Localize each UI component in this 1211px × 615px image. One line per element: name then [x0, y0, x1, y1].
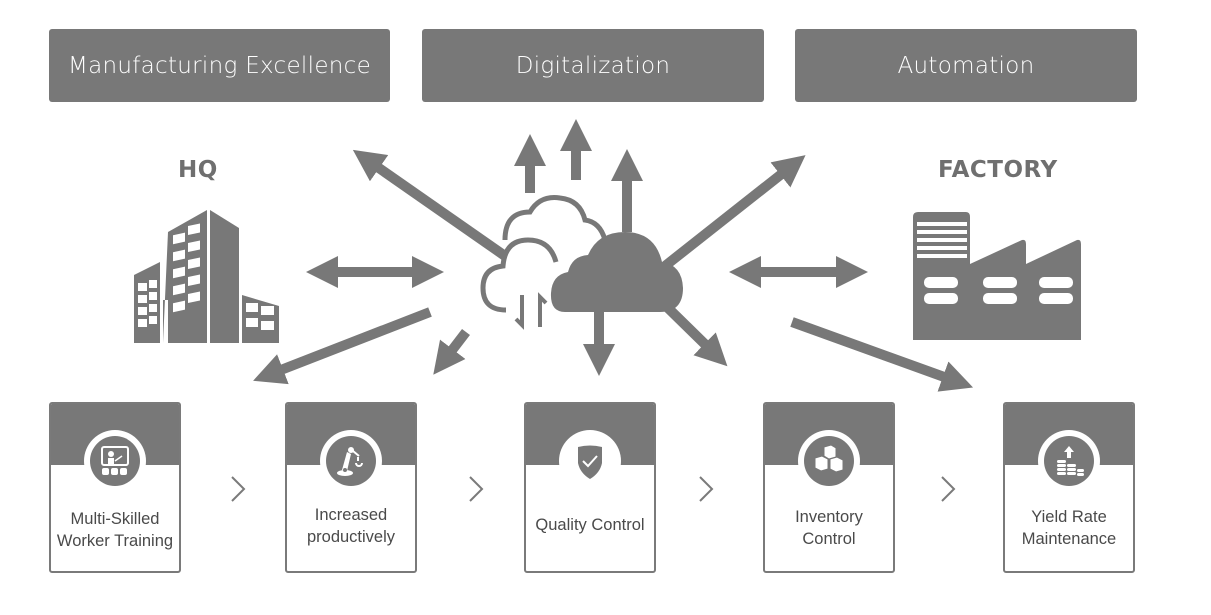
step-label-line1: Inventory [795, 508, 863, 526]
chevron-right-icon [469, 476, 484, 502]
pillar-digitalization: Digitalization [422, 29, 764, 102]
pillar-manufacturing-excellence: Manufacturing Excellence [49, 29, 390, 102]
step-label-line1: Yield Rate [1031, 508, 1107, 526]
step-card-increased-productively: Increased productively [285, 402, 417, 573]
arrow-to-step-4 [664, 304, 728, 367]
pillar-label: Manufacturing Excellence [67, 52, 372, 79]
step-label-line2: productively [306, 528, 396, 546]
cloud-icon [480, 195, 683, 330]
step-label-line2: Worker Training [56, 532, 174, 550]
pillar-label: Digitalization [515, 52, 671, 79]
robot-arm-icon [326, 436, 376, 486]
presentation-training-icon [90, 436, 140, 486]
pillar-label: Automation [897, 52, 1035, 79]
boxes-icon [804, 436, 854, 486]
arrow-to-step-5 [790, 317, 974, 392]
chevron-right-icon [699, 476, 714, 502]
step-label-line1: Quality Control [535, 516, 645, 534]
step-label-line1: Multi-Skilled [70, 510, 160, 528]
arrow-to-step-1 [253, 307, 432, 385]
pillar-automation: Automation [795, 29, 1137, 102]
arrow-to-automation [661, 155, 806, 270]
factory-label: FACTORY [938, 157, 1058, 183]
chevron-right-icon [941, 476, 956, 502]
step-label-line1: Increased [314, 506, 388, 524]
hq-label: HQ [178, 157, 218, 183]
arrow-to-step-2 [433, 328, 470, 375]
step-label-line2: Control [802, 530, 856, 548]
arrow-to-manufacturing [352, 149, 508, 261]
coins-up-arrow-icon [1044, 436, 1094, 486]
arrows [253, 118, 974, 392]
step-label-line2: Maintenance [1021, 530, 1117, 548]
chevron-right-icon [231, 476, 246, 502]
shield-check-icon [565, 436, 615, 486]
office-building-icon [134, 210, 279, 343]
step-card-quality-control: Quality Control [524, 402, 656, 573]
factory-icon [913, 212, 1081, 340]
